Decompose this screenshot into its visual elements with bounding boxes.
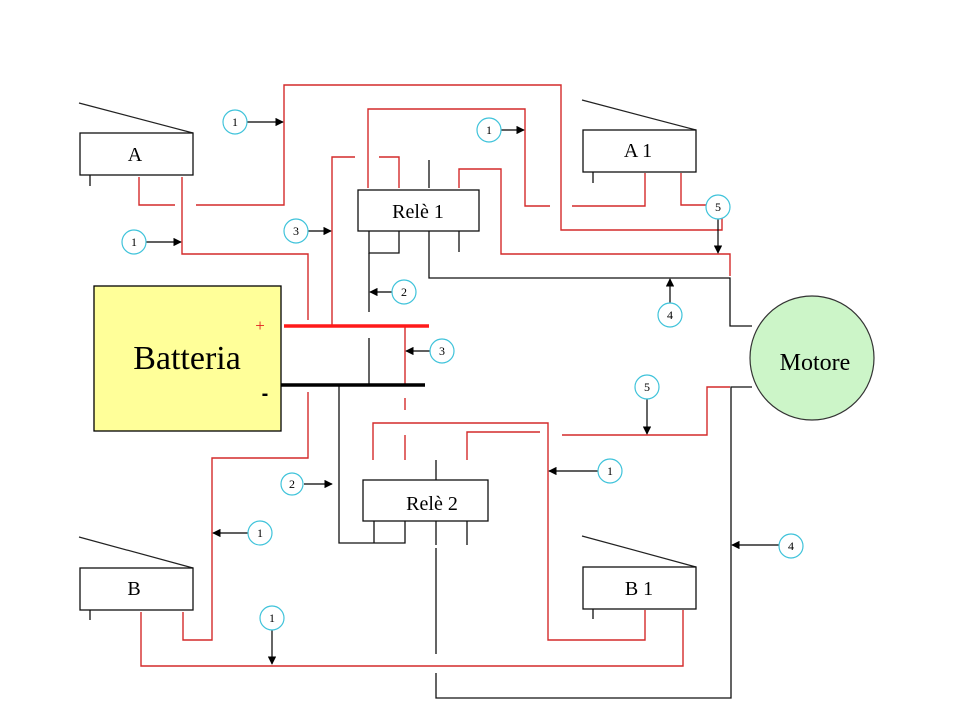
relay-2[interactable]: Relè 2 [362,479,489,522]
callout-4: 4 [657,278,683,328]
svg-text:4: 4 [667,308,673,322]
callout-3: 3 [283,218,332,244]
svg-text:4: 4 [788,539,794,553]
svg-text:2: 2 [289,477,295,491]
callout-1: 1 [222,109,284,135]
switch-b-label: B [127,578,140,600]
svg-text:1: 1 [269,611,275,625]
callout-1: 1 [259,605,285,665]
relay-2-label: Relè 2 [406,493,458,515]
switch-a-label: A [128,144,143,166]
wire-rele1-bottom [368,231,400,254]
callout-5: 5 [634,374,660,435]
battery[interactable]: Batteria + - [93,285,282,432]
callout-2: 2 [280,472,333,496]
relay-1[interactable]: Relè 1 [357,189,480,232]
svg-text:1: 1 [607,464,613,478]
ground-wires [338,160,752,699]
callout-3: 3 [405,338,455,364]
switch-b[interactable]: B [78,536,194,620]
svg-text:5: 5 [715,200,721,214]
relay-1-label: Relè 1 [392,201,444,223]
switch-b1-label: B 1 [625,578,653,600]
motor-label: Motore [780,350,851,376]
svg-text:1: 1 [257,526,263,540]
svg-text:3: 3 [293,224,299,238]
switch-b1[interactable]: B 1 [581,535,697,619]
battery-plus-sign: + [255,316,265,335]
wire-rele1-motor-gnd [428,231,752,327]
switch-a[interactable]: A [78,102,194,186]
switch-a1[interactable]: A 1 [581,99,697,183]
svg-text:1: 1 [486,123,492,137]
callout-1: 1 [212,520,273,546]
wire-rele2-right [466,431,540,460]
wire-left-vert [331,156,355,326]
svg-text:3: 3 [439,344,445,358]
wire-rele1-a1 [367,108,550,207]
svg-text:1: 1 [232,115,238,129]
callout-1: 1 [548,458,623,484]
wire-top-loop [196,84,723,231]
svg-text:5: 5 [644,380,650,394]
switch-a1-label: A 1 [624,140,652,162]
svg-text:2: 2 [401,285,407,299]
signal-wires [138,84,731,667]
wire-rele1-t2 [379,156,400,188]
callout-4: 4 [731,533,804,559]
wire-a-right [181,177,309,320]
callout-2: 2 [369,279,417,305]
wire-bottom-gnd [435,386,752,699]
wire-rele2-left [372,422,646,641]
svg-text:1: 1 [131,235,137,249]
motor[interactable]: Motore [749,295,875,421]
wire-a1-mid [572,173,646,207]
wire-rele1-motor [458,168,731,276]
callout-5: 5 [705,194,731,254]
battery-minus-sign: - [262,383,269,405]
callout-1: 1 [476,117,525,143]
callouts: 1 1 1 3 2 5 4 [121,109,804,665]
wire-a-mid [138,177,175,206]
wire-b-b1 [140,610,684,667]
battery-label: Batteria [133,340,241,377]
callout-1: 1 [121,229,182,255]
wire-a-right-lower [182,392,309,641]
wire-minus-rele2 [338,385,406,544]
wire-motor-lower [562,386,730,436]
